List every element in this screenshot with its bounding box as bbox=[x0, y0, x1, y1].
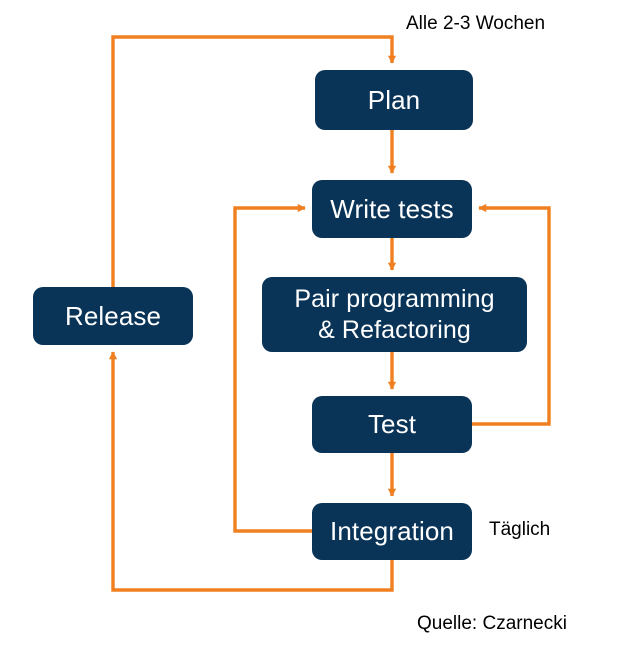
connector-integration-to-release bbox=[108, 351, 394, 592]
connector-integration-to-write-tests bbox=[233, 203, 312, 533]
node-write-tests[interactable]: Write tests bbox=[312, 180, 472, 238]
node-write-tests-label: Write tests bbox=[330, 193, 454, 224]
node-pair-label-line1: Pair programming bbox=[294, 285, 495, 313]
node-integration-label: Integration bbox=[330, 516, 454, 547]
caption-integration-period: Täglich bbox=[489, 519, 551, 540]
node-test[interactable]: Test bbox=[312, 396, 472, 453]
node-release[interactable]: Release bbox=[33, 287, 193, 345]
node-plan-label: Plan bbox=[367, 84, 421, 115]
node-pair-label-line2: & Refactoring bbox=[318, 315, 471, 344]
caption-source: Quelle: Czarnecki bbox=[417, 613, 567, 634]
connector-test-to-write-tests bbox=[472, 203, 551, 426]
connector-release-to-plan bbox=[111, 35, 397, 316]
caption-iteration-period: Alle 2-3 Wochen bbox=[406, 13, 546, 34]
node-pair-label: Pair programming & Refactoring bbox=[294, 284, 494, 345]
node-pair-programming-refactoring[interactable]: Pair programming & Refactoring bbox=[262, 277, 527, 352]
node-plan[interactable]: Plan bbox=[315, 70, 473, 130]
node-integration[interactable]: Integration bbox=[312, 503, 472, 560]
node-release-label: Release bbox=[64, 300, 162, 331]
node-test-label: Test bbox=[367, 409, 417, 440]
